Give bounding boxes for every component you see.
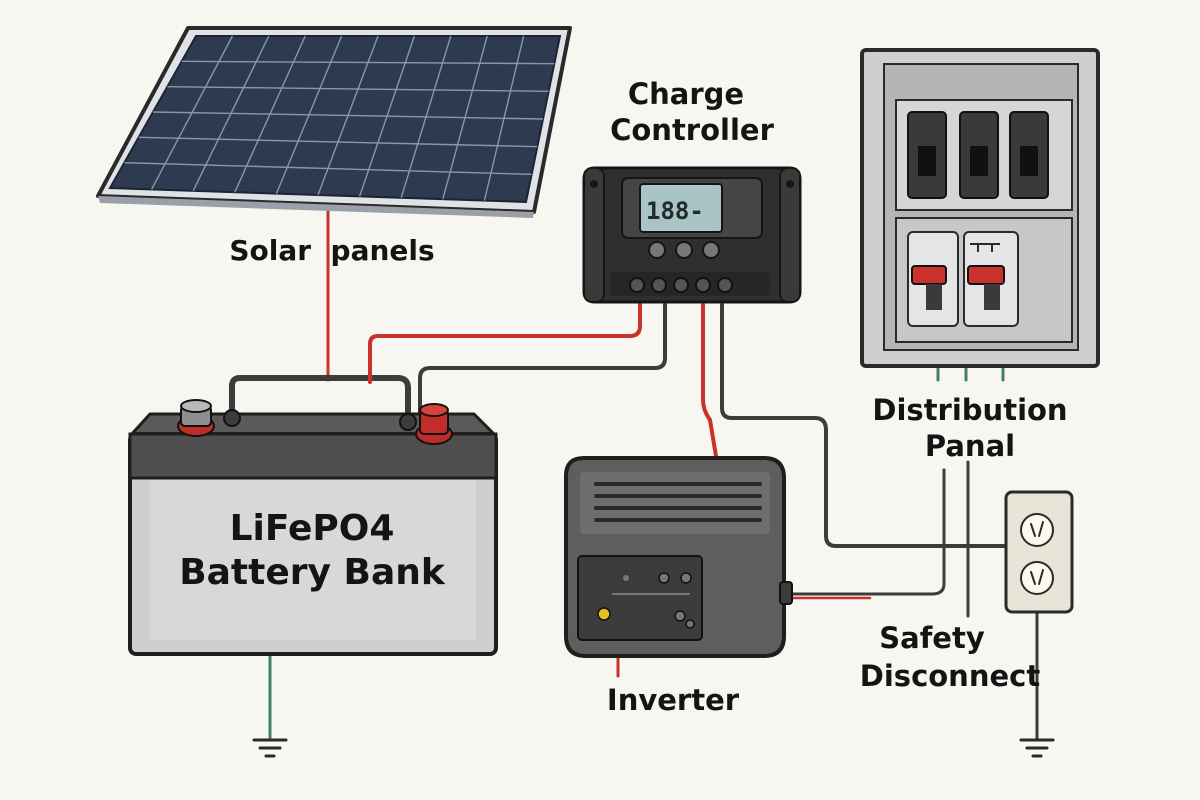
- controller-to-outlet-wire: [720, 303, 1010, 548]
- distribution-panel-icon: [860, 48, 1100, 368]
- battery-to-controller-dark-wire: [418, 303, 667, 418]
- panel-cell-divider: [167, 85, 549, 93]
- lcd-display: [639, 183, 723, 233]
- charge-controller-icon: 188-: [582, 166, 802, 304]
- outlet-ground-symbol-icon: [1019, 738, 1055, 758]
- panel-cell-divider: [124, 161, 532, 176]
- battery-icon: LiFePO4 Battery Bank: [128, 399, 498, 656]
- inverter-to-outlet-wire: [788, 468, 946, 596]
- charge-controller-label-line1: Charge: [628, 77, 744, 111]
- distribution-panel-label-line2: Panal: [925, 429, 1015, 463]
- panel-cell-divider: [152, 111, 544, 120]
- safety-disconnect-label-line1: Safety: [879, 621, 985, 655]
- panel-cell-divider: [138, 136, 538, 148]
- controller-display-readout: 188-: [646, 197, 704, 225]
- inverter-status-led: [597, 607, 611, 621]
- safety-disconnect-label-line2: Disconnect: [860, 659, 1041, 693]
- controller-button-1[interactable]: [648, 241, 666, 259]
- solar-panels-label: Solar panels: [229, 234, 434, 267]
- outlet-icon[interactable]: [1004, 490, 1074, 614]
- panel-cell-divider: [181, 60, 555, 65]
- solar-panel-icon: [96, 26, 572, 218]
- charge-controller-label-line2: Controller: [610, 113, 774, 147]
- inverter-label: Inverter: [607, 683, 740, 717]
- controller-button-2[interactable]: [675, 241, 693, 259]
- battery-label-line1: LiFePO4: [230, 508, 395, 549]
- distribution-panel-label-line1: Distribution: [872, 393, 1067, 427]
- battery-to-controller-red-wire: [368, 303, 642, 384]
- ground-symbol-icon: [252, 738, 288, 758]
- controller-button-3[interactable]: [702, 241, 720, 259]
- controller-to-inverter-wire: [701, 303, 718, 458]
- battery-link-wire: [229, 375, 411, 421]
- inverter-icon: [564, 456, 793, 658]
- battery-label-line2: Battery Bank: [179, 552, 446, 593]
